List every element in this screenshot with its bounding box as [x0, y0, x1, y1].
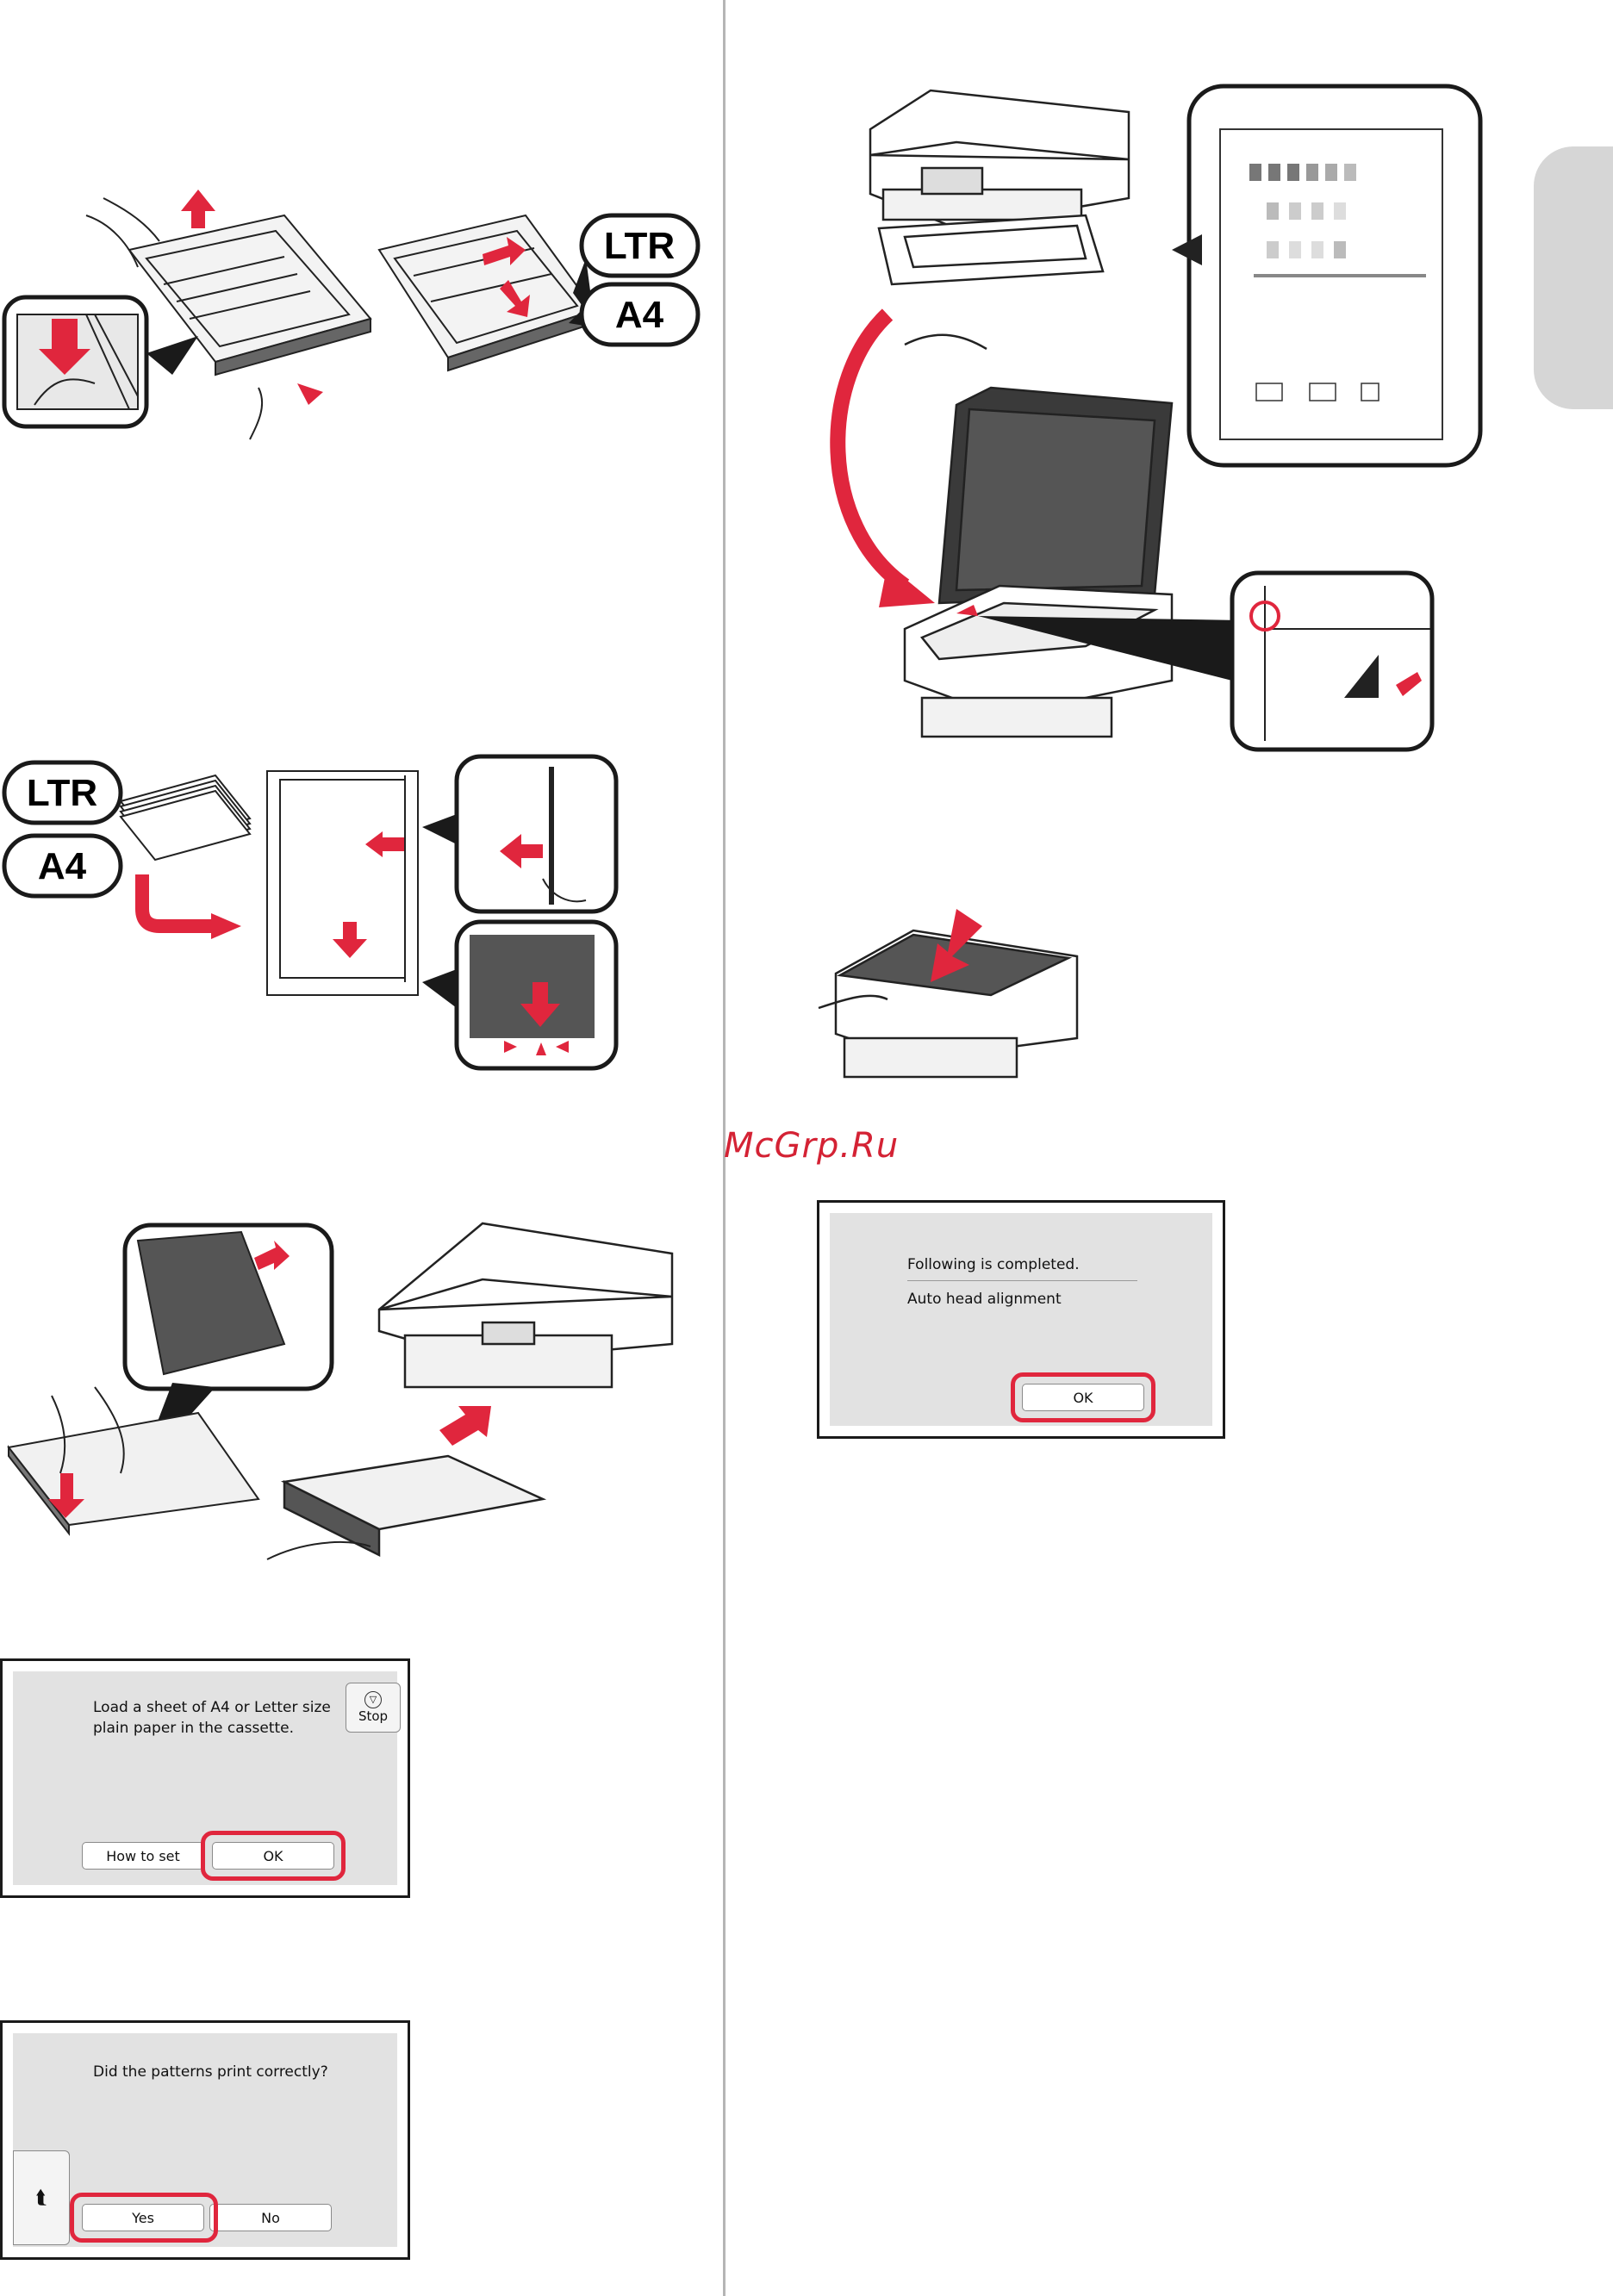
close-cover-illustration [810, 905, 1094, 1103]
lcd-completed-item: Auto head alignment [907, 1289, 1062, 1310]
load-paper-illustration: LTR A4 [0, 750, 707, 1094]
back-arrow-icon: ⮬ [35, 2187, 47, 2209]
watermark-text: McGrp.Ru [724, 1126, 899, 1166]
lcd-message: Load a sheet of A4 or Letter size plain … [93, 1697, 331, 1739]
yes-highlight [70, 2193, 218, 2243]
lcd-separator [907, 1280, 1137, 1281]
stop-button[interactable]: ▽ Stop [346, 1683, 401, 1733]
lcd-load-paper-screen: Load a sheet of A4 or Letter size plain … [0, 1658, 410, 1898]
ltr-paper-label: LTR [27, 772, 97, 814]
a4-paper-label: A4 [38, 845, 87, 887]
ok-highlight [1011, 1372, 1155, 1422]
ok-highlight [201, 1831, 346, 1881]
ltr-callout: LTR [604, 225, 675, 267]
print-pattern-scan-illustration [827, 78, 1516, 784]
stop-button-label: Stop [358, 1708, 388, 1724]
cassette-guides-illustration: LTR A4 [0, 164, 707, 448]
lcd-completed-message: Following is completed. [907, 1254, 1080, 1275]
lcd-completed-screen: Following is completed. Auto head alignm… [817, 1200, 1225, 1439]
stop-icon: ▽ [364, 1691, 382, 1708]
lcd-message: Did the patterns print correctly? [93, 2062, 328, 2082]
back-button[interactable]: ⮬ [13, 2150, 70, 2245]
no-button[interactable]: No [209, 2204, 332, 2231]
a4-callout: A4 [615, 294, 664, 336]
insert-cassette-illustration [0, 1215, 707, 1585]
lcd-patterns-screen: Did the patterns print correctly? ⮬ Yes … [0, 2020, 410, 2260]
section-side-tab [1534, 146, 1613, 409]
how-to-set-button[interactable]: How to set [82, 1842, 204, 1870]
